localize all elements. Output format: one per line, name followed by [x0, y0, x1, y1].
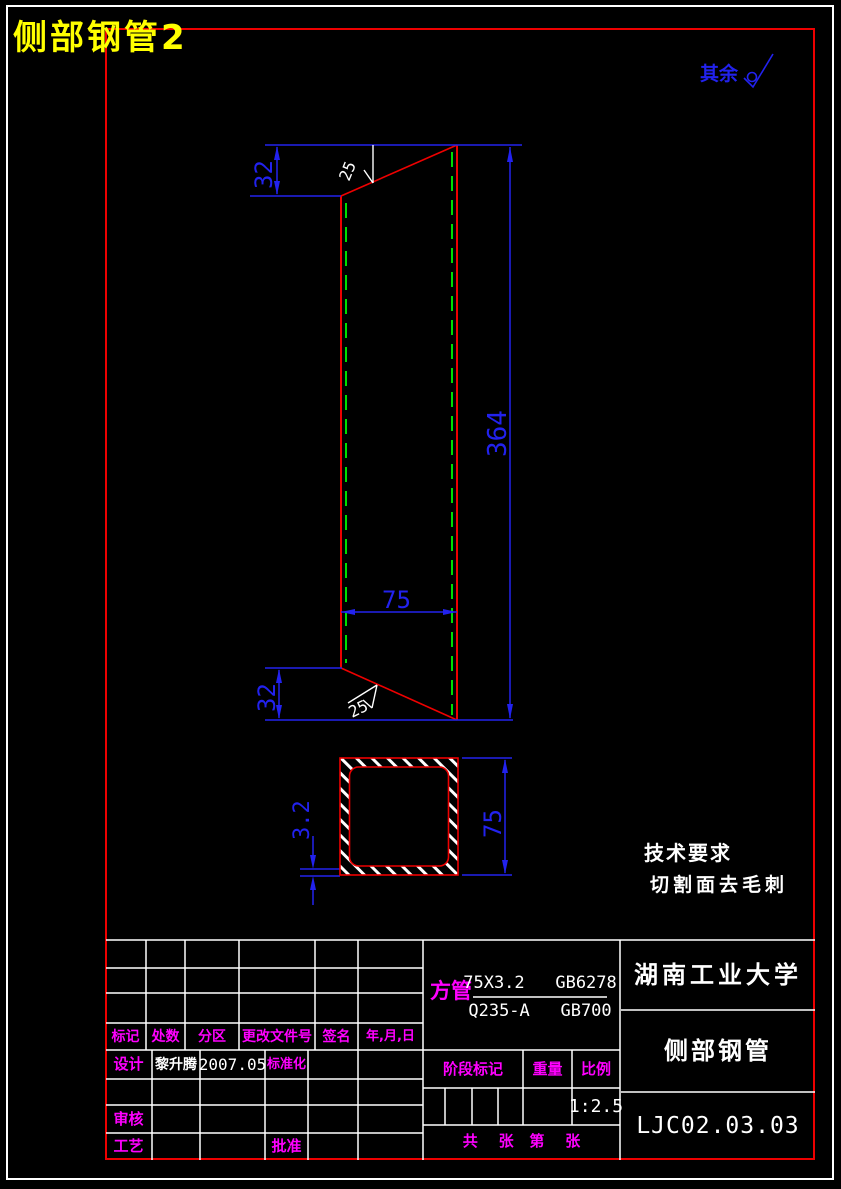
dim-32-bottom: 32 — [253, 683, 281, 712]
tb-design-label: 设计 — [113, 1055, 144, 1073]
tb-header-sign: 签名 — [322, 1028, 351, 1045]
roughness-bottom-value: 25 — [345, 696, 371, 722]
tb-material-spec-bottom: Q235-A GB700 — [468, 1001, 612, 1021]
tb-scale-label: 比例 — [580, 1059, 611, 1078]
dim-364: 364 — [483, 410, 513, 457]
tech-requirements-heading: 技术要求 — [644, 841, 732, 865]
tb-audit-label: 审核 — [113, 1109, 144, 1128]
dimension-texts: 32 32 364 75 75 3.2 — [250, 160, 513, 840]
roughness-mark-top — [363, 145, 374, 184]
roughness-top-value: 25 — [335, 159, 360, 184]
dim-32-top: 32 — [250, 160, 278, 189]
dimension-arrows — [274, 146, 513, 890]
tb-header-mark: 标记 — [111, 1028, 140, 1045]
dim-75-width: 75 — [382, 586, 411, 614]
main-view — [340, 144, 458, 721]
surface-note-label: 其余 — [699, 62, 738, 85]
tb-part-name: 侧部钢管 — [664, 1037, 772, 1065]
title-block-grid — [106, 939, 815, 1160]
tb-header-count: 处数 — [151, 1028, 180, 1045]
tb-header-date: 年,月,日 — [366, 1029, 415, 1044]
dim-3-2-wall: 3.2 — [290, 800, 315, 840]
tb-process-label: 工艺 — [113, 1137, 144, 1155]
tb-header-file: 更改文件号 — [242, 1028, 312, 1045]
tb-material-label: 方管 — [430, 978, 472, 1003]
tb-standardization-label: 标准化 — [266, 1057, 306, 1072]
section-view — [339, 757, 459, 876]
drawing-frame — [105, 28, 815, 1160]
tb-drawing-number: LJC02.03.03 — [636, 1112, 800, 1139]
sheet-border — [6, 5, 834, 1180]
tb-scale-value: 1:2.5 — [568, 1095, 624, 1117]
tb-approve-label: 批准 — [271, 1137, 302, 1155]
surface-finish-icon — [743, 53, 774, 89]
tech-requirements-item: 切割面去毛刺 — [649, 873, 788, 896]
tb-designer-name: 黎升腾 — [155, 1056, 197, 1073]
tb-weight-label: 重量 — [532, 1059, 563, 1078]
tb-design-date: 2007.05 — [198, 1054, 267, 1074]
roughness-mark-bottom — [347, 684, 378, 709]
tb-header-zone: 分区 — [198, 1028, 226, 1045]
tb-company-name: 湖南工业大学 — [634, 961, 802, 989]
page-title: 侧部钢管2 — [13, 18, 188, 58]
tb-material-spec-top: 75X3.2 GB6278 — [463, 973, 617, 993]
tb-sheet-info: 共 张 第 张 — [462, 1132, 581, 1150]
dim-75-section: 75 — [479, 809, 507, 838]
tb-stage-label: 阶段标记 — [442, 1059, 503, 1078]
